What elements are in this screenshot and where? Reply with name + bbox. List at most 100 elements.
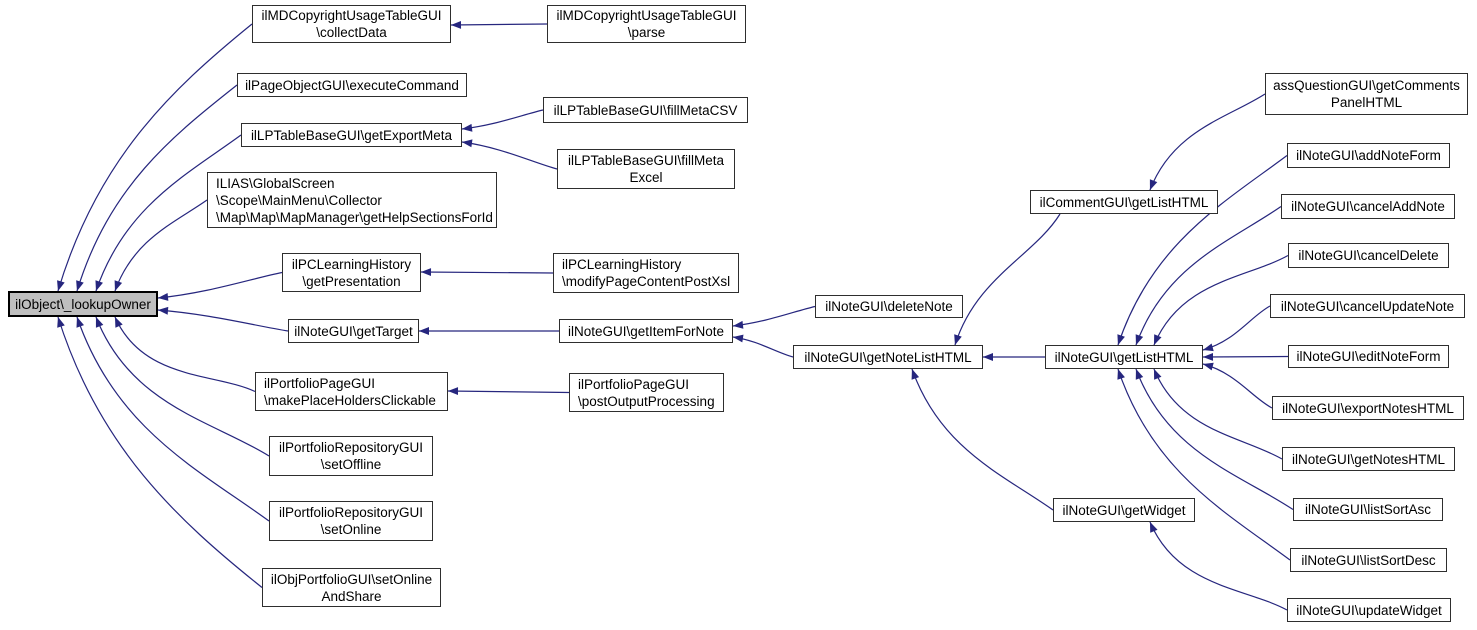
node-label-line: Excel [629, 170, 663, 185]
node-label-line: ilPortfolioRepositoryGUI [278, 440, 424, 455]
edge-pc-get-presentation-to-root [157, 271, 283, 301]
node-label-line: \parse [627, 25, 666, 40]
edge-note-cancel-update-note-to-note-get-list-html [1202, 305, 1271, 352]
node-lp-fill-meta-csv[interactable]: ilLPTableBaseGUI\fillMetaCSV [543, 97, 748, 123]
edge-pfpage-make-placeholders-to-root [114, 316, 256, 393]
node-label-line: ilPortfolioPageGUI [578, 376, 690, 392]
node-root[interactable]: ilObject\_lookupOwner [8, 291, 158, 317]
node-label-line: PanelHTML [1330, 95, 1403, 110]
node-label-line: ilNoteGUI\listSortDesc [1301, 552, 1436, 568]
edge-note-cancel-add-note-to-note-get-list-html [1135, 206, 1282, 346]
node-label-line: ilObject\_lookupOwner [15, 296, 151, 312]
node-label-line: ilNoteGUI\cancelAddNote [1291, 199, 1445, 214]
node-page-execute-command[interactable]: ilPageObjectGUI\executeCommand [237, 73, 467, 97]
node-label-line: \modifyPageContentPostXsl [562, 274, 731, 289]
edge-pfrepo-set-offline-to-root [95, 316, 270, 457]
edge-objpf-set-online-and-share-to-root [57, 316, 263, 588]
node-label-line: ilMDCopyrightUsageTableGUI [261, 8, 442, 23]
node-note-edit-note-form[interactable]: ilNoteGUI\editNoteForm [1288, 345, 1449, 368]
node-note-get-note-list-html[interactable]: ilNoteGUI\getNoteListHTML [793, 345, 983, 369]
node-md-parse[interactable]: ilMDCopyrightUsageTableGUI\parse [547, 5, 746, 43]
edge-ilias-get-help-sections-to-root [114, 199, 208, 292]
node-label-line: \Map\Map\MapManager\getHelpSectionsForId [216, 209, 493, 225]
node-label-line: ilNoteGUI\exportNotesHTML [1282, 400, 1454, 416]
node-label-line: ilNoteGUI\deleteNote [825, 299, 953, 314]
edge-note-list-sort-asc-to-note-get-list-html [1135, 368, 1294, 510]
node-note-get-list-html[interactable]: ilNoteGUI\getListHTML [1045, 345, 1203, 369]
node-label-line: AndShare [321, 588, 382, 604]
node-label-line: ilNoteGUI\getItemForNote [567, 323, 725, 339]
node-pfrepo-set-online[interactable]: ilPortfolioRepositoryGUI\setOnline [269, 501, 433, 541]
edge-md-collect-data-to-root [57, 23, 253, 292]
node-label-line: \postOutputProcessing [578, 393, 715, 409]
edge-md-parse-to-md-collect-data [450, 20, 548, 29]
node-label-line: \Scope\MainMenu\Collector [216, 192, 382, 208]
node-label-line: \makePlaceHoldersClickable [264, 392, 436, 408]
node-note-get-item-for-note[interactable]: ilNoteGUI\getItemForNote [559, 319, 733, 343]
edge-note-list-sort-desc-to-note-get-list-html [1117, 368, 1291, 561]
edge-pc-modify-page-content-to-pc-get-presentation [420, 268, 554, 276]
edge-lp-fill-meta-excel-to-lp-get-export-meta [461, 139, 558, 170]
node-label-line: ilNoteGUI\getNotesHTML [1291, 451, 1446, 467]
edge-note-get-note-list-html-to-note-get-item-for-note [732, 334, 794, 358]
edge-note-add-note-form-to-note-get-list-html [1117, 155, 1288, 346]
edge-pfpage-post-output-to-pfpage-make-placeholders [447, 387, 570, 396]
node-label-line: ilNoteGUI\updateWidget [1296, 602, 1442, 618]
node-label-line: ilPCLearningHistory [291, 256, 412, 272]
edge-page-execute-command-to-root [76, 84, 238, 292]
node-pfrepo-set-offline[interactable]: ilPortfolioRepositoryGUI \setOffline [269, 436, 433, 476]
edge-note-get-widget-to-note-get-note-list-html [911, 368, 1054, 511]
node-label-line: ilCommentGUI\getListHTML [1039, 194, 1209, 210]
edge-note-get-notes-html-to-note-get-list-html [1153, 368, 1283, 460]
node-note-get-widget[interactable]: ilNoteGUI\getWidget [1053, 498, 1195, 522]
node-note-get-target[interactable]: ilNoteGUI\getTarget [288, 319, 419, 343]
edge-note-edit-note-form-to-note-get-list-html [1202, 353, 1289, 361]
node-note-list-sort-asc[interactable]: ilNoteGUI\listSortAsc [1293, 498, 1443, 521]
edge-note-cancel-delete-to-note-get-list-html [1153, 254, 1289, 346]
node-note-add-note-form[interactable]: ilNoteGUI\addNoteForm [1287, 143, 1450, 168]
node-note-update-widget[interactable]: ilNoteGUI\updateWidget [1287, 598, 1451, 622]
edge-note-update-widget-to-note-get-widget [1149, 521, 1288, 611]
node-note-get-notes-html[interactable]: ilNoteGUI\getNotesHTML [1282, 447, 1455, 471]
node-label-line: ilLPTableBaseGUI\fillMetaCSV [553, 102, 738, 118]
node-label-line: \getPresentation [302, 273, 401, 289]
node-label-line: ilLPTableBaseGUI\fillMeta [567, 153, 725, 168]
node-label-line: ilPageObjectGUI\executeCommand [245, 77, 459, 93]
node-label-line: ilNoteGUI\cancelUpdateNote [1280, 298, 1455, 314]
edge-lp-get-export-meta-to-root [95, 134, 242, 292]
edge-note-get-target-to-root [157, 306, 289, 332]
node-label-line: \setOffline [320, 457, 382, 472]
edge-note-export-notes-html-to-note-get-list-html [1202, 362, 1273, 409]
node-lp-get-export-meta[interactable]: ilLPTableBaseGUI\getExportMeta [241, 123, 462, 147]
node-label-line: \collectData [316, 25, 387, 40]
edge-pfrepo-set-online-to-root [76, 316, 270, 522]
node-md-collect-data[interactable]: ilMDCopyrightUsageTableGUI \collectData [252, 5, 451, 43]
node-label-line: ilPortfolioRepositoryGUI [278, 505, 424, 520]
node-ilias-get-help-sections[interactable]: ILIAS\GlobalScreen\Scope\MainMenu\Collec… [207, 172, 497, 228]
node-pfpage-make-placeholders[interactable]: ilPortfolioPageGUI\makePlaceHoldersClick… [255, 372, 448, 411]
node-label-line: ilPCLearningHistory [562, 257, 682, 272]
node-pfpage-post-output[interactable]: ilPortfolioPageGUI\postOutputProcessing [569, 373, 724, 412]
node-note-cancel-update-note[interactable]: ilNoteGUI\cancelUpdateNote [1270, 294, 1465, 318]
node-note-delete-note[interactable]: ilNoteGUI\deleteNote [815, 295, 963, 318]
node-note-cancel-add-note[interactable]: ilNoteGUI\cancelAddNote [1281, 194, 1455, 219]
node-label-line: ilObjPortfolioGUI\setOnline [270, 571, 433, 587]
node-note-cancel-delete[interactable]: ilNoteGUI\cancelDelete [1288, 243, 1449, 268]
node-pc-modify-page-content[interactable]: ilPCLearningHistory \modifyPageContentPos… [553, 253, 739, 293]
node-label-line: ilNoteGUI\addNoteForm [1296, 148, 1441, 163]
node-label-line: ilLPTableBaseGUI\getExportMeta [250, 127, 453, 143]
node-pc-get-presentation[interactable]: ilPCLearningHistory\getPresentation [282, 253, 421, 292]
node-comment-get-list-html[interactable]: ilCommentGUI\getListHTML [1030, 190, 1218, 214]
edge-lp-fill-meta-csv-to-lp-get-export-meta [461, 109, 544, 132]
node-note-export-notes-html[interactable]: ilNoteGUI\exportNotesHTML [1272, 396, 1464, 420]
node-label-line: ilNoteGUI\cancelDelete [1298, 248, 1439, 263]
node-label-line: ilNoteGUI\getListHTML [1054, 349, 1194, 365]
node-label-line: ilNoteGUI\getWidget [1062, 502, 1186, 518]
node-label-line: ilNoteGUI\listSortAsc [1304, 502, 1432, 517]
node-note-list-sort-desc[interactable]: ilNoteGUI\listSortDesc [1290, 548, 1447, 572]
edge-comment-get-list-html-to-note-get-note-list-html [954, 213, 1061, 346]
